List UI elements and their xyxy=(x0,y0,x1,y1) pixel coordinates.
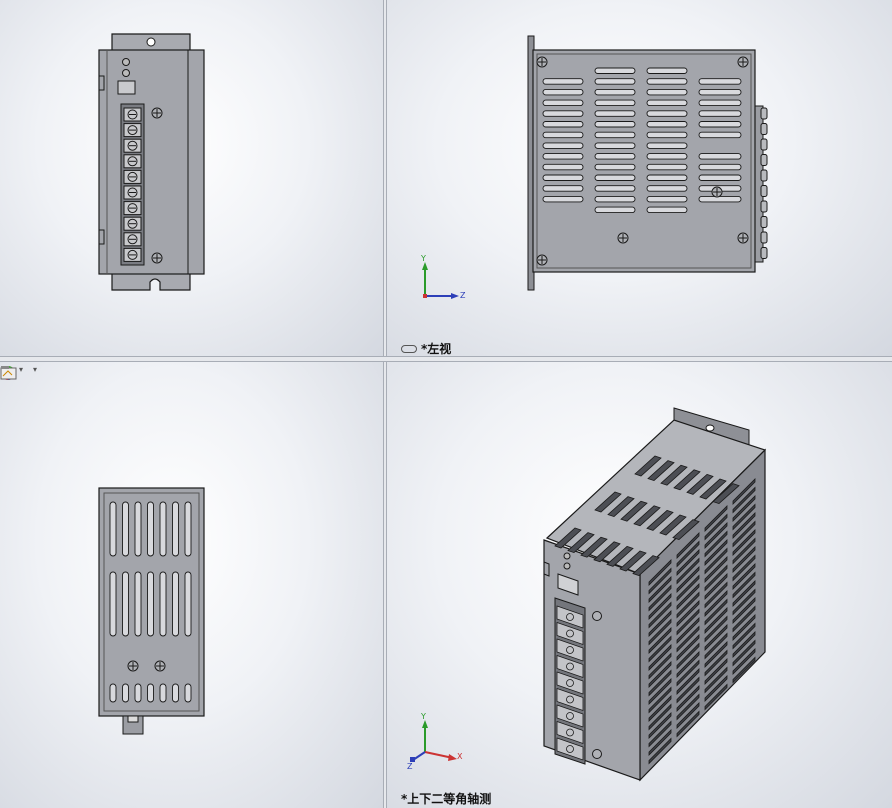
view-label-left: *左视 xyxy=(401,340,451,356)
triad: Y X Z xyxy=(405,712,485,772)
triad-z-label: Z xyxy=(407,762,413,771)
viewport-rear[interactable]: ▾ ▾ ▾ xyxy=(0,362,383,808)
link-icon xyxy=(401,344,417,353)
chevron-down-icon[interactable]: ▾ xyxy=(33,365,38,374)
viewport-left-view[interactable]: Y Z *左视 xyxy=(387,0,892,356)
triad-z-label: Z xyxy=(460,291,466,300)
triad-y-label: Y xyxy=(421,712,426,721)
chevron-down-icon[interactable]: ▾ xyxy=(19,365,24,374)
triad: Y Z xyxy=(413,254,493,306)
isometric-view-drawing xyxy=(543,407,767,782)
triad-x-label: X xyxy=(457,752,463,761)
view-toolbar: ▾ ▾ ▾ xyxy=(0,365,39,380)
left-view-drawing xyxy=(527,35,768,291)
viewport-divider-vertical[interactable] xyxy=(383,0,387,808)
viewport-isometric[interactable]: Y X Z *上下二等角轴测 xyxy=(387,362,892,808)
view-label-text: *上下二等角轴测 xyxy=(401,792,492,806)
view-label-isometric: *上下二等角轴测 xyxy=(401,790,491,807)
view-label-text: *左视 xyxy=(421,342,452,356)
triad-y-label: Y xyxy=(421,254,426,263)
viewport-divider-horizontal[interactable] xyxy=(0,356,892,362)
rear-view-drawing xyxy=(98,487,205,735)
front-view-drawing xyxy=(98,33,205,291)
viewport-front[interactable] xyxy=(0,0,383,356)
